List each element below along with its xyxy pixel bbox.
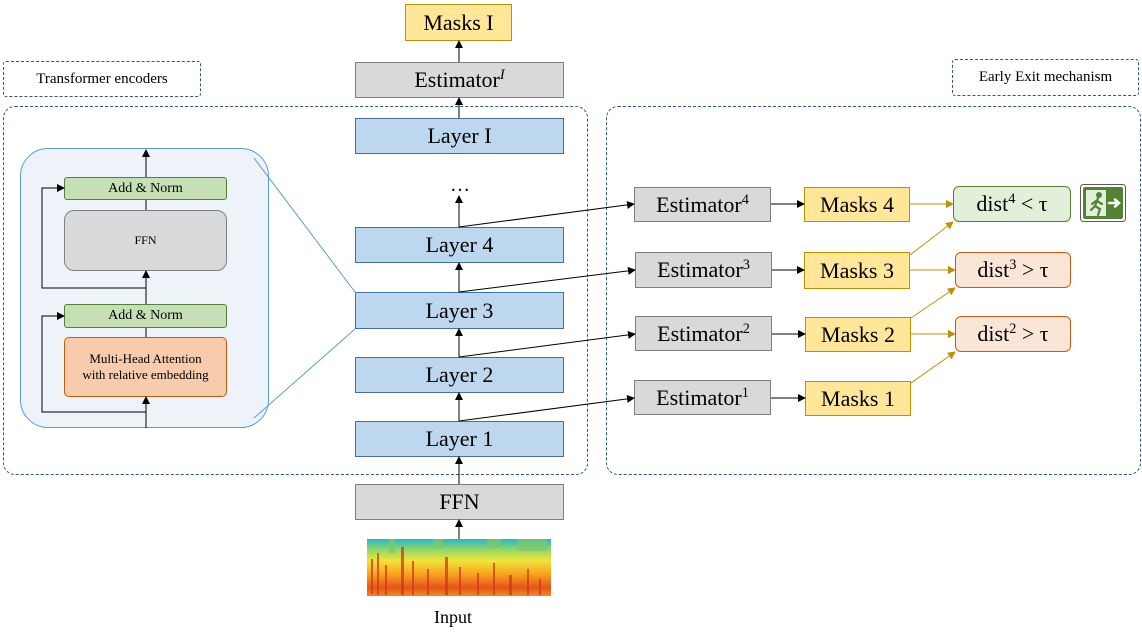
masks-1: Masks 1 <box>805 381 911 416</box>
condition-dist3: dist3 > τ <box>955 252 1071 288</box>
estimator-final: EstimatorI <box>355 62 564 98</box>
transformer-encoders-label: Transformer encoders <box>3 61 201 97</box>
layer-3: Layer 3 <box>355 292 564 329</box>
masks-3: Masks 3 <box>804 252 910 289</box>
estimator-1: Estimator1 <box>634 380 771 415</box>
add-norm-bottom: Add & Norm <box>64 304 227 328</box>
condition-dist2: dist2 > τ <box>955 316 1071 352</box>
add-norm-top: Add & Norm <box>64 177 227 200</box>
early-exit-region <box>606 106 1141 475</box>
multi-head-attention-block: Multi-Head Attention with relative embed… <box>64 337 227 397</box>
input-label: Input <box>434 607 472 627</box>
encoder-ffn-block: FFN <box>64 210 227 271</box>
layer-I: Layer I <box>355 118 564 154</box>
masks-2: Masks 2 <box>805 317 911 352</box>
condition-dist4: dist4 < τ <box>953 186 1071 222</box>
early-exit-label: Early Exit mechanism <box>952 59 1139 96</box>
estimator-4: Estimator4 <box>634 187 771 222</box>
spectrogram-image <box>367 539 551 596</box>
masks-4: Masks 4 <box>804 187 910 222</box>
estimator-2: Estimator2 <box>635 316 772 351</box>
layer-4: Layer 4 <box>355 227 564 263</box>
exit-sign-icon <box>1080 184 1126 222</box>
input-ffn: FFN <box>355 484 564 520</box>
estimator-3: Estimator3 <box>635 252 772 288</box>
layer-ellipsis: … <box>450 173 470 196</box>
layer-2: Layer 2 <box>355 357 564 393</box>
masks-final: Masks I <box>405 4 512 41</box>
layer-1: Layer 1 <box>355 421 564 457</box>
